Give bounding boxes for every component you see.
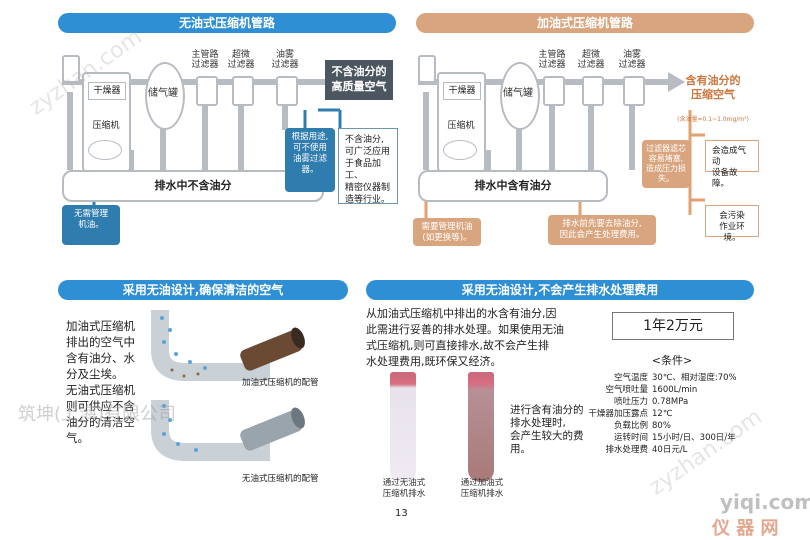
drain-paragraph: 从加油式压缩机中排出的水含有油分,因 此需进行妥善的排水处理。如果使用无油 式压… xyxy=(366,307,564,368)
main-filter-label-2: 主管路 过滤器 xyxy=(538,50,566,70)
condition-value: 80% xyxy=(652,421,671,431)
dryer-label: 干燥器 xyxy=(88,82,126,100)
pipe-illustrations xyxy=(151,310,305,461)
mist-filter-icon xyxy=(276,76,298,106)
company-watermark: 筑坤(上海)有限公司 xyxy=(18,404,177,425)
oil-content-range: (含油量≈0.1~1.0mg/m³) xyxy=(677,116,749,123)
clean-air-banner: 采用无油设计,确保清洁的空气 xyxy=(58,280,348,300)
oilfree-banner: 无油式压缩机管路 xyxy=(58,13,396,33)
condition-label: 干燥器加压露点 xyxy=(588,409,648,419)
condition-value: 30℃、相对湿度:70% xyxy=(652,373,737,383)
main-filter-label: 主管路 过滤器 xyxy=(191,50,219,70)
site-cn-watermark: 仪 器 网 xyxy=(712,518,779,539)
tank-icon xyxy=(145,62,185,130)
conditions-title: <条件> xyxy=(651,354,693,367)
mist-filter-label-2: 油雾 过滤器 xyxy=(618,50,646,70)
mist-filter-optional-callout: 根据用途, 可不使用 油雾过滤 器。 xyxy=(285,128,335,192)
tank-label: 储气罐 xyxy=(148,88,178,99)
condition-value: 1600L/min xyxy=(652,385,698,395)
oiled-banner: 加油式压缩机管路 xyxy=(416,13,754,33)
oilfree-tube-caption: 通过无油式 压缩机排水 xyxy=(382,478,426,499)
annual-cost-box: 1年2万元 xyxy=(612,312,734,340)
pollution-note: 会污染 作业环境。 xyxy=(705,205,759,243)
micro-filter-icon-2 xyxy=(582,76,604,106)
page-number: 13 xyxy=(395,508,408,519)
oiled-pipe-caption: 加油式压缩机的配管 xyxy=(242,378,319,388)
oilfree-drain-tube xyxy=(390,372,416,482)
condition-value: 12℃ xyxy=(652,409,673,419)
oilfree-pipe-caption: 无油式压缩机的配管 xyxy=(242,474,319,484)
oiled-output-title: 含有油分的 压缩空气 xyxy=(685,74,741,101)
condition-label: 空气温度 xyxy=(613,373,648,383)
oilfree-output-box: 不含油分的 高质量空气 xyxy=(325,60,393,100)
main-filter-icon xyxy=(196,76,218,106)
oil-management-callout: 需要管理机油 (如更换等)。 xyxy=(413,218,481,246)
no-oil-management-callout: 无需管理 机油。 xyxy=(62,205,120,245)
compressor-label-2: 压缩机 xyxy=(447,121,475,131)
tank-label-2: 储气罐 xyxy=(503,88,533,99)
condition-label: 运转时间 xyxy=(613,433,648,443)
equipment-failure-note: 会造成气动 设备故障。 xyxy=(705,140,759,189)
compressor-label: 压缩机 xyxy=(92,121,120,131)
condition-value: 40日元/L xyxy=(652,445,688,455)
no-drain-cost-banner: 采用无油设计,不会产生排水处理费用 xyxy=(366,280,754,300)
condition-value: 0.78MPa xyxy=(652,397,689,407)
micro-filter-label: 超微 过滤器 xyxy=(227,50,255,70)
oilfree-drain-label: 排水中不含油分 xyxy=(62,170,324,202)
micro-filter-icon xyxy=(232,76,254,106)
filter-clog-callout: 过滤器滤芯 容易堵塞, 造成压力损 失。 xyxy=(642,140,690,188)
oiled-drain-tube xyxy=(468,372,494,482)
tank-icon-2 xyxy=(500,62,540,130)
condition-label: 负载比例 xyxy=(613,421,648,431)
micro-filter-label-2: 超微 过滤器 xyxy=(577,50,605,70)
drain-cost-callout: 排水前先要去除油分, 因此会产生处理费用。 xyxy=(548,215,656,245)
main-filter-icon-2 xyxy=(543,76,565,106)
mist-filter-label: 油雾 过滤器 xyxy=(271,50,299,70)
drain-cost-side-text: 进行含有油分的 排水处理时, 会产生较大的费 用。 xyxy=(510,404,584,455)
dryer-label-2: 干燥器 xyxy=(443,82,481,100)
site-watermark: yiqi.com xyxy=(720,490,810,514)
condition-label: 排水处理费 xyxy=(605,445,648,455)
air-intake-filter-icon-2 xyxy=(418,55,436,83)
air-intake-filter-icon xyxy=(62,55,80,83)
condition-value: 15小时/日、300日/年 xyxy=(652,433,736,443)
mist-filter-icon-2 xyxy=(623,76,645,106)
motor-icon xyxy=(88,140,122,160)
oilfree-usage-note: 不含油分, 可广泛应用 于食品加工、 精密仪器制 造等行业。 xyxy=(338,128,398,205)
condition-label: 空气喷吐量 xyxy=(605,385,648,395)
motor-icon-2 xyxy=(443,140,477,160)
clean-air-paragraph: 加油式压缩机 排出的空气中 含有油分、水 分及尘埃。 无油式压缩机 则可供应不含… xyxy=(66,319,135,445)
oiled-tube-caption: 通过加油式 压缩机排水 xyxy=(460,478,504,499)
oiled-drain-label: 排水中含有油分 xyxy=(418,170,608,202)
condition-label: 喷吐压力 xyxy=(613,397,648,407)
compressor-unit-2: 干燥器 压缩机 xyxy=(437,72,486,172)
compressor-unit: 干燥器 压缩机 xyxy=(82,72,131,172)
oiled-output-text: 含有油分的 压缩空气 (含油量≈0.1~1.0mg/m³) xyxy=(672,60,754,123)
